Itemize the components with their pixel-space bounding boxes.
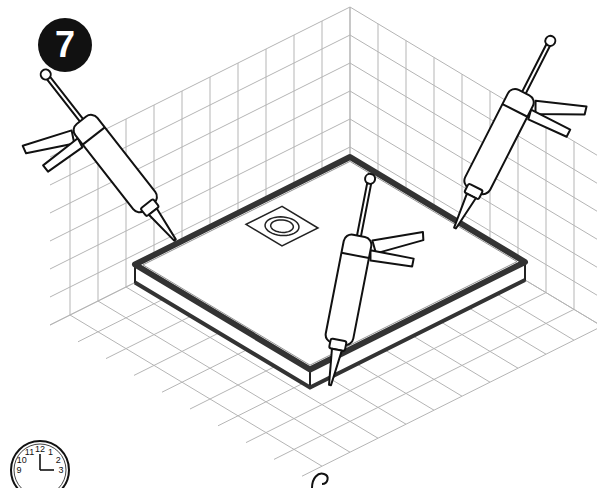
wall-tile-line <box>350 7 597 158</box>
hook-icon <box>312 474 328 488</box>
tray-edge <box>143 161 517 365</box>
clock-numeral: 10 <box>17 455 27 464</box>
gun-rod <box>520 44 551 99</box>
gun-rod <box>356 182 371 242</box>
caulking-gun <box>0 62 186 279</box>
tray-top <box>135 157 525 370</box>
gun-handle <box>526 110 570 139</box>
clock-numeral: 3 <box>58 466 63 475</box>
gun-band <box>502 104 527 117</box>
gun-band <box>83 127 105 144</box>
drain-plate <box>246 206 318 246</box>
drain-hole <box>271 220 294 232</box>
step-number: 7 <box>55 27 75 63</box>
gun-band <box>341 253 368 258</box>
wall-tile-line <box>50 35 350 185</box>
gun-barrel <box>462 86 537 197</box>
gun-knob <box>364 173 376 185</box>
clock-icon <box>11 441 69 488</box>
step-badge: 7 <box>38 18 92 72</box>
wall-tile-line <box>50 7 350 157</box>
shower-tray <box>135 157 525 388</box>
tile-grid <box>50 7 597 476</box>
clock-hand <box>39 454 41 470</box>
clock-numeral: 12 <box>35 445 45 454</box>
clock-numeral: 2 <box>56 455 61 464</box>
caulking-guns <box>0 30 597 397</box>
caulking-gun <box>316 171 434 397</box>
gun-nozzle <box>451 194 476 231</box>
gun-knob <box>544 34 557 47</box>
clock-numeral: 9 <box>16 466 21 475</box>
clock-rim <box>14 444 66 488</box>
clock-hand <box>40 469 54 471</box>
clock-numeral: 1 <box>48 448 53 457</box>
gun-nozzle <box>325 349 342 386</box>
gun-handle <box>369 250 414 268</box>
gun-nozzle <box>149 209 179 244</box>
gun-rod <box>47 76 87 126</box>
gun-knob <box>39 67 53 81</box>
gun-handle <box>43 138 84 173</box>
caulking-gun <box>443 30 597 257</box>
drain-hole <box>265 217 299 236</box>
gun-barrel <box>324 233 372 346</box>
gun-barrel <box>70 112 160 216</box>
clock-face <box>11 441 69 488</box>
